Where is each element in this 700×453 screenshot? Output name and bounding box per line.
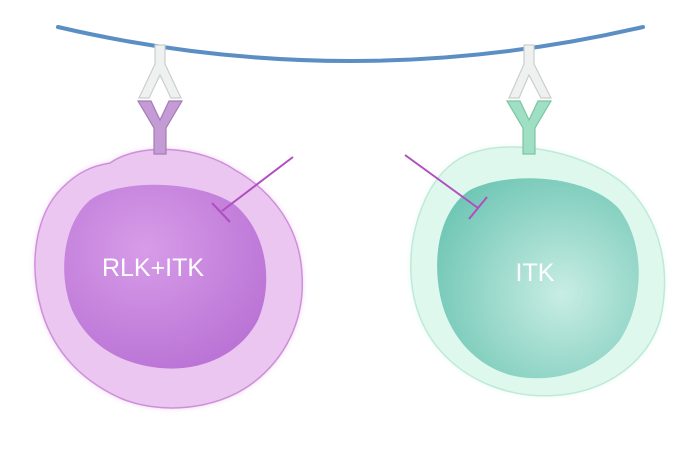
cell-nucleus — [437, 178, 639, 379]
receptor-complex — [136, 44, 184, 155]
inhibition-arrow — [211, 156, 294, 223]
cell-label: RLK+ITK — [102, 254, 204, 282]
receptor-complex — [505, 44, 553, 155]
receptor-y-shape — [505, 100, 553, 155]
receptor-outer-chevron — [138, 44, 182, 99]
cell-itk: ITK — [404, 44, 666, 397]
membrane-line — [56, 25, 645, 63]
receptor-y-shape — [136, 100, 184, 155]
cell-label: ITK — [516, 259, 555, 287]
cell-nucleus — [64, 184, 267, 369]
inhibition-arrow — [404, 154, 488, 220]
cell-rlk-itk: RLK+ITK — [34, 44, 304, 409]
receptor-outer-chevron — [508, 44, 552, 99]
